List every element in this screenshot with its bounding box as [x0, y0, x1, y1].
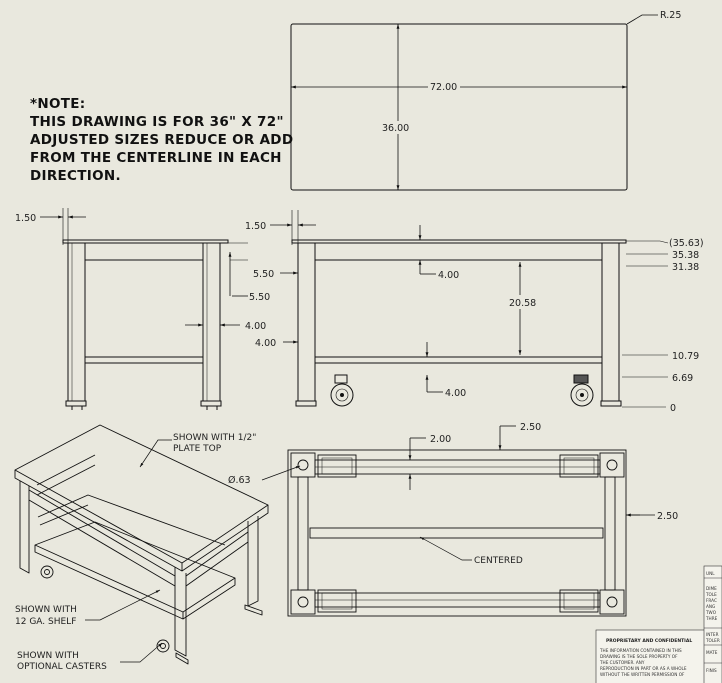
tb-side: DIME [706, 586, 717, 591]
note-line: ADJUSTED SIZES REDUCE OR ADD [30, 132, 294, 148]
ordinate-3563: (35.63) [669, 238, 704, 249]
front-view [270, 210, 669, 408]
title-block-header: PROPRIETARY AND CONFIDENTIAL [606, 638, 692, 644]
tabletop-outline [290, 23, 628, 191]
front-leg-right [601, 242, 620, 402]
side-leg-left [67, 242, 86, 402]
bottom-view [261, 425, 655, 617]
front-400-left-dimension: 4.00 [255, 338, 276, 349]
note-line: *NOTE: [30, 96, 86, 112]
isometric-view [14, 424, 269, 665]
side-view [40, 208, 248, 410]
radius-leader [626, 14, 658, 25]
tb-side: TWO [705, 610, 717, 615]
note-line: THIS DRAWING IS FOR 36" X 72" [30, 114, 284, 130]
front-400-lower-dimension: 4.00 [445, 388, 466, 399]
tb-side: MATE [706, 650, 718, 655]
caster-left [330, 374, 354, 407]
centered-label: CENTERED [474, 556, 523, 566]
ordinate-3138: 31.38 [672, 262, 699, 273]
iso-plate-top [14, 424, 269, 564]
side-upper-rail [84, 242, 204, 261]
side-lower-rail [84, 356, 204, 364]
iso-caster-left [40, 565, 54, 579]
front-400-upper-dimension: 4.00 [438, 270, 459, 281]
title-block-line: WITHOUT THE WRITTEN PERMISSION OF [600, 672, 685, 677]
bottom-outline [287, 449, 627, 617]
shelf-label-1: SHOWN WITH [15, 605, 77, 615]
iso-shelf [34, 521, 236, 613]
note-line: FROM THE CENTERLINE IN EACH [30, 150, 282, 166]
note-line: DIRECTION. [30, 168, 121, 184]
front-upper-rail [314, 242, 603, 261]
shelf-label-2: 12 GA. SHELF [15, 617, 76, 627]
corner-leg [290, 589, 316, 615]
title-block-line: REPRODUCTION IN PART OR AS A WHOLE [600, 666, 687, 671]
corner-leg [599, 452, 625, 478]
drawing-note: *NOTE: THIS DRAWING IS FOR 36" X 72" ADJ… [30, 95, 295, 185]
caster-label-1: SHOWN WITH [17, 651, 79, 661]
title-block-line: DRAWING IS THE SOLE PROPERTY OF [600, 654, 678, 659]
tb-side: FRAC [706, 598, 717, 603]
iso-caster-front [156, 639, 170, 653]
tb-side: THRE [705, 616, 718, 621]
plate-top-label-1: SHOWN WITH 1/2" [173, 433, 256, 443]
depth-dimension: 36.00 [382, 123, 409, 134]
title-block-line: THE CUSTOMER. ANY [599, 660, 645, 665]
side-foot-right [200, 400, 222, 407]
corner-leg [599, 589, 625, 615]
plate-top-label-2: PLATE TOP [173, 444, 222, 454]
bottom-250-top-dimension: 2.50 [520, 422, 541, 433]
side-leg-right [202, 242, 221, 402]
tb-side: UNL [706, 571, 715, 576]
tb-side: FINIS [706, 668, 717, 673]
front-top-thickness: 1.50 [245, 221, 266, 232]
tb-side: INTER [706, 632, 719, 637]
front-2058-dimension: 20.58 [509, 298, 536, 309]
tb-side: TOLE [705, 592, 717, 597]
top-view [290, 14, 658, 191]
ordinate-0: 0 [670, 403, 676, 414]
front-leg-left [297, 242, 316, 402]
radius-dimension: R.25 [660, 10, 681, 21]
title-block [595, 565, 722, 683]
ordinate-3538: 35.38 [672, 250, 699, 261]
tb-side: ANG [706, 604, 715, 609]
front-550-dimension: 5.50 [253, 269, 274, 280]
tb-side: TOLER [705, 638, 720, 643]
front-lower-rail [314, 356, 603, 364]
bottom-250-right-dimension: 2.50 [657, 511, 678, 522]
hole-diameter: Ø.63 [228, 475, 251, 486]
ordinate-669: 6.69 [672, 373, 693, 384]
side-550-dimension: 5.50 [249, 292, 270, 303]
side-foot-left [65, 400, 87, 407]
ordinate-1079: 10.79 [672, 351, 699, 362]
title-block-line: THE INFORMATION CONTAINED IN THIS [599, 648, 682, 653]
bottom-200-dimension: 2.00 [430, 434, 451, 445]
corner-leg [290, 452, 316, 478]
width-dimension: 72.00 [430, 82, 457, 93]
caster-right [570, 374, 594, 407]
caster-label-2: OPTIONAL CASTERS [17, 662, 107, 672]
side-400-dimension: 4.00 [245, 321, 266, 332]
side-top-thickness: 1.50 [15, 213, 36, 224]
